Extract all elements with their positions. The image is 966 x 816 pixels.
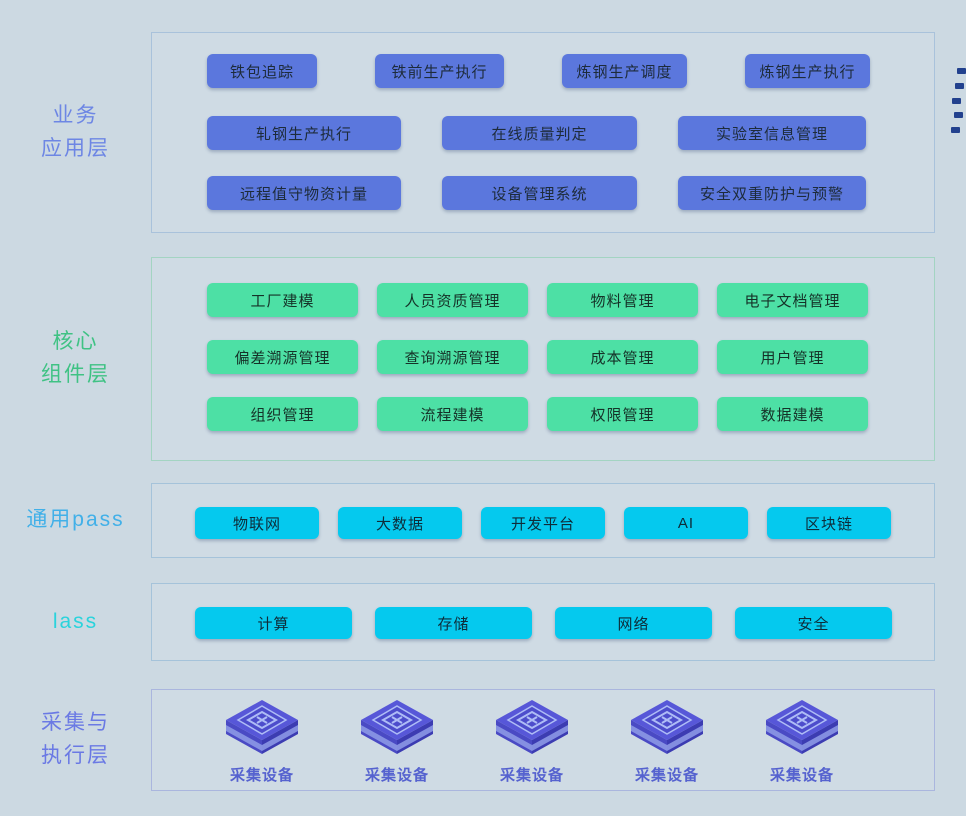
module-row: 工厂建模人员资质管理物料管理电子文档管理 [152,283,934,317]
layer-title-iaas: lass [0,583,151,661]
device-item: 采集设备 [216,698,308,785]
module-row: 远程值守物资计量 设备管理系统 安全双重防护与预警 [152,176,934,210]
device-row: 采集设备 采集设备 采集设备 采集设备 采集设备 [152,690,934,785]
module-chip-1-2-3[interactable]: 数据建模 [717,397,868,431]
module-chip-3-0-2[interactable]: 网络 [555,607,712,639]
module-row: 物联网大数据开发平台 AI 区块链 [152,507,934,539]
layer-business-applications: 业务 应用层 铁包追踪 铁前生产执行 炼钢生产调度 炼钢生产执行轧钢生产执行 在线质量判… [0,32,966,233]
device-label: 采集设备 [229,767,294,784]
chip-cube-icon [226,700,298,754]
chip-cube-icon [496,700,568,754]
module-row: 计算存储网络安全 [152,607,934,639]
module-chip-0-0-1[interactable]: 铁前生产执行 [375,54,504,88]
layer-title-line: 通用pass [26,508,125,532]
device-item: 采集设备 [756,698,848,785]
layer-iaas: lass 计算存储网络安全 [0,583,966,661]
panel-iaas: 计算存储网络安全 [151,583,935,661]
device-label: 采集设备 [769,767,834,784]
module-chip-0-1-2[interactable]: 实验室信息管理 [678,116,866,150]
module-chip-2-0-3[interactable]: AI [624,507,748,539]
module-chip-3-0-0[interactable]: 计算 [195,607,352,639]
panel-core-components: 工厂建模人员资质管理物料管理电子文档管理偏差溯源管理查询溯源管理成本管理用户管理… [151,257,935,461]
module-chip-1-2-0[interactable]: 组织管理 [207,397,358,431]
chip-cube-icon [631,700,703,754]
module-chip-3-0-1[interactable]: 存储 [375,607,532,639]
layer-core-components: 核心 组件层 工厂建模人员资质管理物料管理电子文档管理偏差溯源管理查询溯源管理成… [0,257,966,461]
module-row: 偏差溯源管理查询溯源管理成本管理用户管理 [152,340,934,374]
panel-common-paas: 物联网大数据开发平台 AI 区块链 [151,483,935,558]
module-chip-0-0-0[interactable]: 铁包追踪 [207,54,317,88]
module-chip-2-0-2[interactable]: 开发平台 [481,507,605,539]
layer-title-line: 采集与 [41,711,110,735]
module-chip-1-0-1[interactable]: 人员资质管理 [377,283,528,317]
module-chip-0-1-1[interactable]: 在线质量判定 [442,116,637,150]
module-chip-2-0-4[interactable]: 区块链 [767,507,891,539]
device-item: 采集设备 [621,698,713,785]
layer-title-line: 业务 [52,103,99,127]
module-chip-1-1-3[interactable]: 用户管理 [717,340,868,374]
layer-title-collection: 采集与 执行层 [0,689,151,791]
layer-title-paas: 通用pass [0,483,151,558]
panel-business-applications: 铁包追踪 铁前生产执行 炼钢生产调度 炼钢生产执行轧钢生产执行 在线质量判定 实验室信息管… [151,32,935,233]
layer-common-paas: 通用pass 物联网大数据开发平台 AI 区块链 [0,483,966,558]
layer-title-line: 应用层 [41,136,110,160]
module-row: 轧钢生产执行 在线质量判定 实验室信息管理 [152,116,934,150]
module-chip-0-1-0[interactable]: 轧钢生产执行 [207,116,401,150]
chip-cube-icon [361,700,433,754]
module-chip-1-0-0[interactable]: 工厂建模 [207,283,358,317]
module-row: 组织管理流程建模权限管理数据建模 [152,397,934,431]
layer-title-line: 组件层 [41,363,110,386]
device-label: 采集设备 [499,767,564,784]
device-item: 采集设备 [486,698,578,785]
module-chip-1-1-2[interactable]: 成本管理 [547,340,698,374]
module-chip-2-0-1[interactable]: 大数据 [338,507,462,539]
chip-cube-icon [766,700,838,754]
device-label: 采集设备 [634,767,699,784]
module-chip-1-1-0[interactable]: 偏差溯源管理 [207,340,358,374]
layer-title-line: 执行层 [41,744,110,767]
module-chip-1-0-2[interactable]: 物料管理 [547,283,698,317]
module-chip-3-0-3[interactable]: 安全 [735,607,892,639]
module-chip-2-0-0[interactable]: 物联网 [195,507,319,539]
module-chip-0-2-2[interactable]: 安全双重防护与预警 [678,176,866,210]
module-chip-0-2-1[interactable]: 设备管理系统 [442,176,637,210]
module-chip-1-0-3[interactable]: 电子文档管理 [717,283,868,317]
layer-title-business: 业务 应用层 [0,32,151,233]
module-chip-0-0-2[interactable]: 炼钢生产调度 [562,54,687,88]
device-label: 采集设备 [364,767,429,784]
module-chip-0-2-0[interactable]: 远程值守物资计量 [207,176,401,210]
panel-collection-execution: 采集设备 采集设备 采集设备 采集设备 采集设备 [151,689,935,791]
module-row: 铁包追踪 铁前生产执行 炼钢生产调度 炼钢生产执行 [152,54,934,88]
layer-collection-execution: 采集与 执行层 采集设备 采集设备 采集设备 采集设备 采集设备 [0,689,966,791]
module-chip-0-0-3[interactable]: 炼钢生产执行 [745,54,870,88]
layer-title-line: lass [52,609,99,633]
module-chip-1-2-1[interactable]: 流程建模 [377,397,528,431]
device-item: 采集设备 [351,698,443,785]
module-chip-1-1-1[interactable]: 查询溯源管理 [377,340,528,374]
layer-title-line: 核心 [52,330,99,354]
module-chip-1-2-2[interactable]: 权限管理 [547,397,698,431]
layer-title-core: 核心 组件层 [0,257,151,461]
